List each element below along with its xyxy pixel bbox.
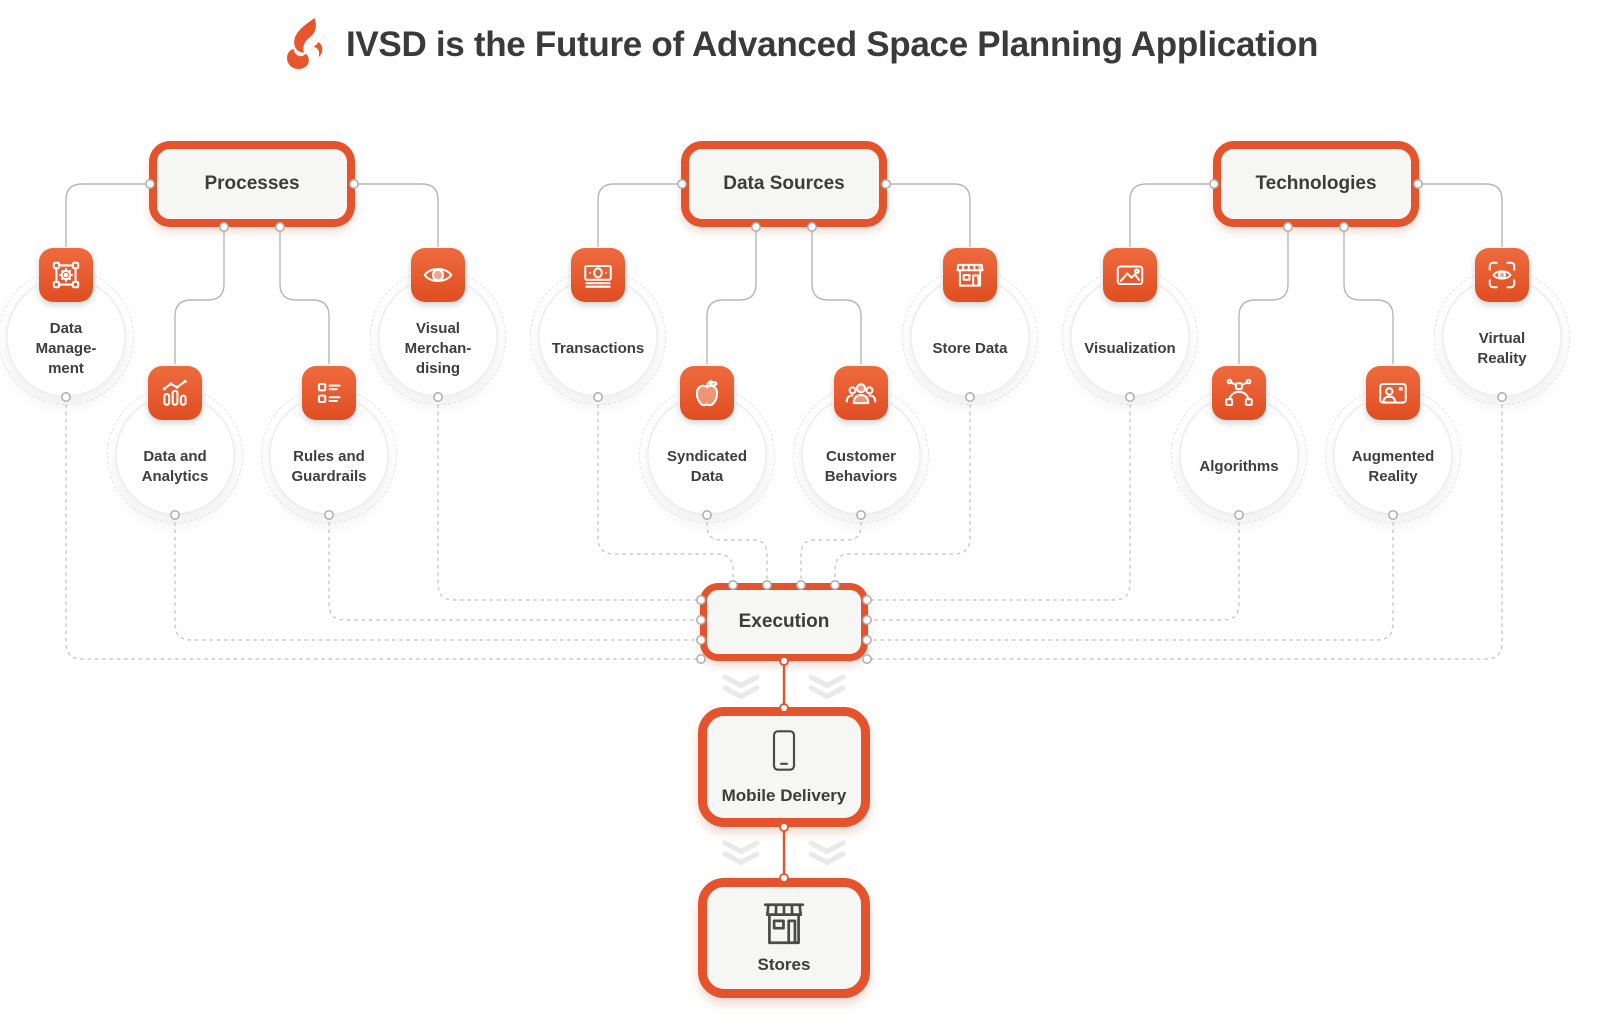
node-transactions-label: Transactions [551,340,645,358]
node-data-sources-label: Data Sources [723,173,845,194]
smartphone-icon [772,730,796,771]
flame-icon [286,18,323,69]
node-data-management-label: Data Manage- ment [35,320,97,377]
node-rules-and-guardrails-label: Rules and Guardrails [291,448,367,485]
augmented-reality-icon [1379,382,1407,404]
node-algorithms-label: Algorithms [1199,458,1279,476]
node-algorithms[interactable]: Algorithms [1171,366,1307,523]
node-mobile-delivery-label: Mobile Delivery [721,786,847,805]
customer-behaviors-icon [845,383,877,405]
algorithms-tile [1212,366,1266,420]
node-customer-behaviors-label: Customer Behaviors [824,448,898,485]
customer-behaviors-tile [834,366,888,420]
node-syndicated-data-label: Syndicated Data [666,448,748,485]
data-analytics-icon [162,379,187,406]
node-syndicated-data[interactable]: Syndicated Data [639,366,775,523]
augmented-reality-tile [1366,366,1420,420]
node-virtual-reality[interactable]: Virtual Reality [1434,248,1570,405]
node-augmented-reality[interactable]: Augmented Reality [1325,366,1461,523]
syndicated-data-tile [680,366,734,420]
node-data-and-analytics[interactable]: Data and Analytics [107,366,243,523]
node-processes-label: Processes [204,173,300,194]
node-technologies-label: Technologies [1255,173,1377,194]
node-transactions[interactable]: Transactions [530,248,666,405]
node-rules-and-guardrails[interactable]: Rules and Guardrails [261,366,397,523]
node-visual-merchandising[interactable]: Visual Merchan- dising [370,248,506,405]
node-stores-label: Stores [757,955,811,974]
visual-merchandising-icon [423,268,453,282]
node-technologies[interactable]: Technologies [1213,141,1419,227]
node-data-and-analytics-label: Data and Analytics [141,448,209,485]
node-visual-merchandising-label: Visual Merchan- dising [404,320,472,377]
syndicated-data-icon [695,379,719,407]
page-title: IVSD is the Future of Advanced Space Pla… [345,25,1319,64]
storefront-icon [763,903,805,945]
algorithms-icon [1225,378,1253,407]
data-analytics-tile [148,366,202,420]
page-header: IVSD is the Future of Advanced Space Pla… [0,18,1600,72]
virtual-reality-icon [1488,261,1516,289]
data-management-icon [52,261,80,289]
transactions-tile [571,248,625,302]
node-virtual-reality-label: Virtual Reality [1477,330,1527,367]
virtual-reality-tile [1475,248,1529,302]
node-mobile-delivery[interactable]: Mobile Delivery [698,707,870,827]
data-management-tile [39,248,93,302]
visualization-icon [1116,265,1144,286]
node-customer-behaviors[interactable]: Customer Behaviors [793,366,929,523]
node-data-sources[interactable]: Data Sources [681,141,887,227]
store-data-tile [943,248,997,302]
visualization-tile [1103,248,1157,302]
node-data-management[interactable]: Data Manage- ment [0,248,134,405]
node-visualization-label: Visualization [1084,340,1176,358]
node-stores[interactable]: Stores [698,878,870,998]
node-store-data[interactable]: Store Data [902,248,1038,405]
node-visualization[interactable]: Visualization [1062,248,1198,405]
node-store-data-label: Store Data [932,340,1008,358]
node-processes[interactable]: Processes [149,141,355,227]
node-augmented-reality-label: Augmented Reality [1351,448,1435,485]
transactions-icon [584,264,612,288]
rules-guardrails-tile [302,366,356,420]
visual-merchandising-tile [411,248,465,302]
rules-guardrails-icon [317,382,341,404]
node-execution-label: Execution [738,611,830,632]
store-data-icon [956,263,984,287]
node-execution[interactable]: Execution [700,583,868,661]
